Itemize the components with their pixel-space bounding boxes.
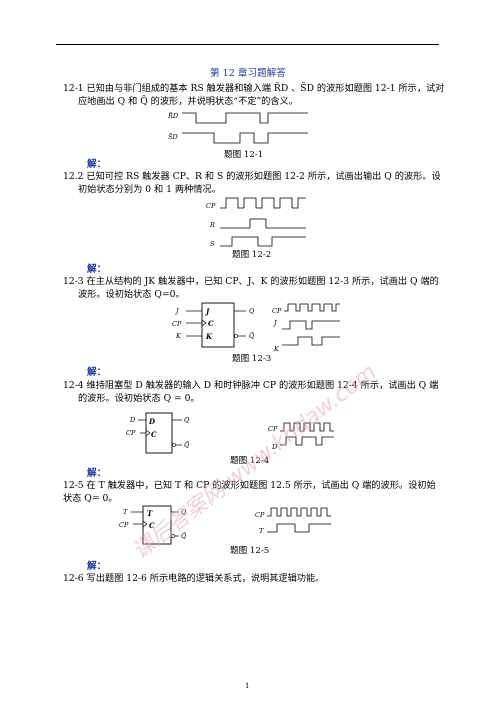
problem-12-1-line2: 应地画出 Q 和 Q̄ 的波形，并说明状态“不定”的含义。 bbox=[78, 96, 298, 107]
answer-label-1: 解： bbox=[87, 159, 107, 170]
wave-label-r: R bbox=[209, 221, 215, 229]
caption-12-5: 题图 12-5 bbox=[230, 546, 270, 556]
figure-12-4-d-flipflop: D CP D C Q Q̄ CP D bbox=[126, 412, 334, 454]
wave-label-sd: S̄D bbox=[168, 132, 178, 141]
jk-input-k: K bbox=[175, 332, 182, 340]
figure-12-3-jk-flipflop: J CP K J C K Q Q̄ CP J K bbox=[172, 302, 340, 353]
header-rule bbox=[56, 44, 439, 45]
jk-input-j: J bbox=[174, 307, 179, 315]
t-input-cp: CP bbox=[119, 521, 129, 529]
d-input-cp: CP bbox=[126, 429, 136, 437]
wave-label-rd: R̄D bbox=[167, 111, 179, 120]
wave-label-cp-5: CP bbox=[255, 511, 265, 519]
problem-12-3-line2: 波形。设初始状态 Q=0。 bbox=[78, 289, 185, 300]
figure-12-2-waveforms: CP R S bbox=[206, 197, 306, 248]
problem-12-3-line1: 12-3 在主从结构的 JK 触发器中，已知 CP、J、K 的波形如题图 12-… bbox=[63, 276, 439, 287]
wave-label-cp-4: CP bbox=[268, 425, 278, 433]
wave-label-k-3: K bbox=[273, 345, 280, 353]
problem-12-4-line1: 12-4 维持阻塞型 D 触发器的输入 D 和时钟脉冲 CP 的波形如题图 12… bbox=[63, 380, 439, 391]
svg-text:T: T bbox=[147, 509, 153, 518]
wave-label-cp: CP bbox=[206, 202, 216, 210]
t-output-q: Q bbox=[181, 508, 187, 516]
jk-output-qbar: Q̄ bbox=[249, 331, 255, 340]
wave-label-s: S bbox=[210, 240, 215, 248]
problem-12-2-line1: 12.2 已知可控 RS 触发器 CP、R 和 S 的波形如题图 12-2 所示… bbox=[63, 171, 441, 182]
jk-input-cp: CP bbox=[172, 320, 182, 328]
caption-12-4: 题图 12-4 bbox=[230, 456, 270, 466]
problem-12-1-line1: 12-1 已知由与非门组成的基本 RS 触发器和输入端 R̄D 、S̄D 的波形… bbox=[63, 83, 445, 94]
svg-text:D: D bbox=[148, 417, 156, 426]
wave-label-d-4: D bbox=[271, 443, 278, 451]
svg-text:C: C bbox=[149, 521, 155, 530]
svg-text:C: C bbox=[151, 430, 157, 439]
t-input-t: T bbox=[123, 508, 128, 516]
caption-12-3: 题图 12-3 bbox=[232, 354, 272, 364]
t-output-qbar: Q̄ bbox=[181, 531, 187, 540]
answer-label-3: 解： bbox=[87, 367, 107, 378]
answer-label-5: 解： bbox=[87, 561, 107, 572]
problem-12-6-line1: 12-6 写出题图 12-6 所示电路的逻辑关系式，说明其逻辑功能。 bbox=[63, 573, 325, 584]
d-output-qbar: Q̄ bbox=[184, 440, 190, 449]
caption-12-2: 题图 12-2 bbox=[232, 250, 272, 260]
page-title: 第 12 章习题解答 bbox=[210, 68, 286, 79]
problem-12-5-line1: 12-5 在 T 触发器中，已知 T 和 CP 的波形如题图 12.5 所示，试… bbox=[63, 480, 436, 491]
page-number: 1 bbox=[245, 682, 250, 690]
svg-text:K: K bbox=[205, 332, 213, 341]
wave-label-cp-3: CP bbox=[272, 307, 282, 315]
answer-label-4: 解： bbox=[87, 468, 107, 479]
problem-12-4-line2: 的波形。设初始状态 Q = 0。 bbox=[78, 393, 200, 404]
svg-text:C: C bbox=[208, 319, 214, 328]
answer-label-2: 解： bbox=[87, 264, 107, 275]
svg-text:J: J bbox=[204, 307, 210, 316]
problem-12-5-line2: 状态 Q= 0。 bbox=[63, 493, 118, 504]
jk-output-q: Q bbox=[249, 307, 255, 315]
figure-12-1-waveforms: R̄D S̄D bbox=[167, 111, 308, 144]
d-input-d: D bbox=[129, 416, 136, 424]
problem-12-2-line2: 初始状态分别为 0 和 1 两种情况。 bbox=[78, 184, 221, 195]
wave-label-t-5: T bbox=[259, 527, 264, 535]
wave-label-j-3: J bbox=[272, 319, 277, 327]
d-output-q: Q bbox=[184, 416, 190, 424]
caption-12-1: 题图 12-1 bbox=[224, 150, 264, 160]
figure-12-5-t-flipflop: T CP T C Q Q̄ CP T bbox=[119, 505, 331, 545]
